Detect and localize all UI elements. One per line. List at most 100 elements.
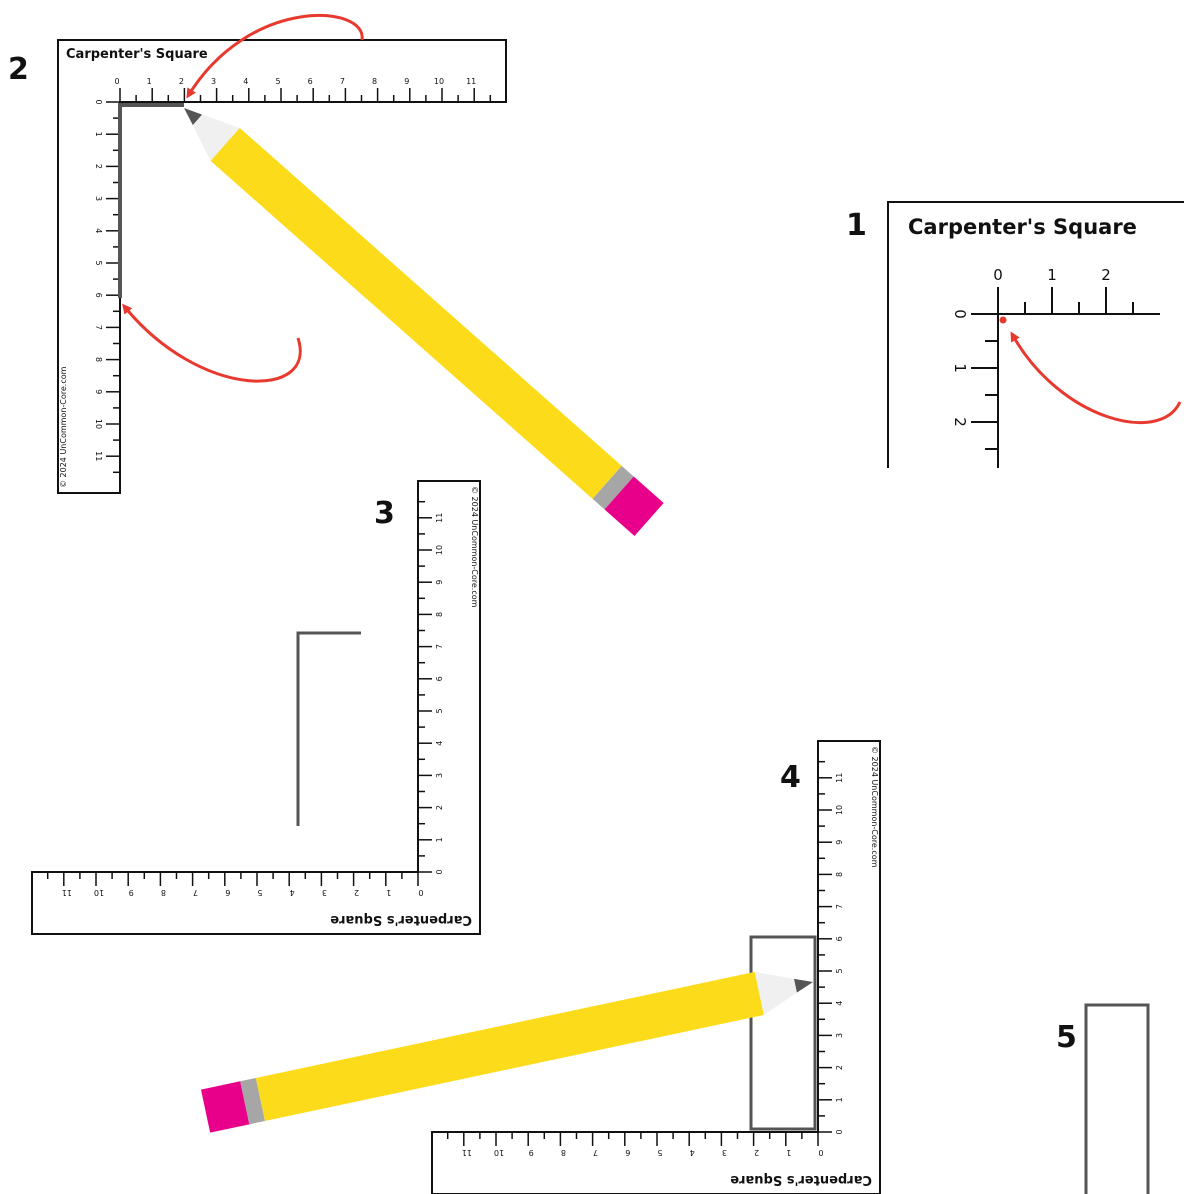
tick-label: 2 <box>179 77 184 86</box>
tick-label: 2 <box>354 888 359 897</box>
arrow-icon <box>1010 331 1182 425</box>
tick-label: 6 <box>435 676 444 681</box>
tick-label: 4 <box>243 77 248 86</box>
tick-label: 5 <box>257 888 262 897</box>
tick-label: 11 <box>835 773 844 783</box>
tick-label: 8 <box>372 77 377 86</box>
label-0-vertical: 0 <box>951 309 969 319</box>
copyright-text: © 2024 UnCommon-Core.com <box>870 746 879 868</box>
step-number-5: 5 <box>1056 1020 1077 1055</box>
tick-label: 4 <box>835 1001 844 1006</box>
label-2: 2 <box>1101 266 1111 284</box>
tick-label: 5 <box>835 968 844 973</box>
tick-label: 7 <box>94 325 103 330</box>
arrow-icon <box>122 303 302 383</box>
tick-label: 4 <box>290 888 295 897</box>
copyright-text: © 2024 UnCommon-Core.com <box>59 366 68 488</box>
label-1: 1 <box>1047 266 1057 284</box>
tick-label: 4 <box>435 741 444 746</box>
tick-label: 1 <box>94 132 103 137</box>
tick-label: 10 <box>434 77 444 86</box>
tick-label: 2 <box>754 1148 759 1157</box>
tick-label: 7 <box>593 1148 598 1157</box>
tick-label: 4 <box>690 1148 695 1157</box>
tick-label: 0 <box>94 99 103 104</box>
tick-label: 7 <box>835 904 844 909</box>
tick-label: 10 <box>835 805 844 815</box>
tick-label: 0 <box>114 77 119 86</box>
tick-label: 0 <box>835 1129 844 1134</box>
arrow-icon <box>186 13 364 99</box>
tick-label: 8 <box>161 888 166 897</box>
corner-dot <box>999 316 1007 324</box>
tick-label: 9 <box>404 77 409 86</box>
square-title: Carpenter's Square <box>908 215 1137 239</box>
tick-label: 5 <box>275 77 280 86</box>
tick-label: 11 <box>435 513 444 523</box>
tick-label: 4 <box>94 228 103 233</box>
pencil-icon <box>184 108 664 536</box>
drawn-line <box>296 631 361 826</box>
tick-label: 10 <box>435 545 444 555</box>
carpenters-square: Carpenter's Square© 2024 UnCommon-Core.c… <box>31 480 481 935</box>
tick-label: 5 <box>94 260 103 265</box>
tick-label: 7 <box>435 644 444 649</box>
tick-label: 3 <box>435 773 444 778</box>
tick-label: 10 <box>494 1148 504 1157</box>
tick-label: 0 <box>818 1148 823 1157</box>
carpenters-square: Carpenter's Square© 2024 UnCommon-Core.c… <box>431 740 881 1194</box>
pencil-icon <box>200 971 813 1133</box>
copyright-text: © 2024 UnCommon-Core.com <box>470 486 479 608</box>
tick-label: 9 <box>529 1148 534 1157</box>
tick-label: 7 <box>193 888 198 897</box>
drawn-line <box>118 103 184 298</box>
square-step-3: Carpenter's Square© 2024 UnCommon-Core.c… <box>31 480 481 935</box>
tick-label: 3 <box>211 77 216 86</box>
tick-label: 0 <box>418 888 423 897</box>
tick-label: 6 <box>225 888 230 897</box>
square-title: Carpenter's Square <box>66 47 208 62</box>
tick-label: 6 <box>835 936 844 941</box>
drawn-rectangle <box>749 935 817 1131</box>
label-0: 0 <box>993 266 1003 284</box>
tick-label: 6 <box>94 293 103 298</box>
tick-label: 5 <box>657 1148 662 1157</box>
tick-label: 10 <box>94 419 103 429</box>
tick-label: 3 <box>94 196 103 201</box>
square-step-4: Carpenter's Square© 2024 UnCommon-Core.c… <box>200 740 881 1194</box>
tick-label: 11 <box>62 888 72 897</box>
tick-label: 10 <box>94 888 104 897</box>
zoomed-square-1: Carpenter's Square 0 1 2 0 1 2 <box>887 201 1184 468</box>
tick-label: 3 <box>835 1033 844 1038</box>
tick-label: 6 <box>625 1148 630 1157</box>
tick-label: 11 <box>94 451 103 461</box>
tick-label: 9 <box>435 580 444 585</box>
tick-label: 11 <box>462 1148 472 1157</box>
label-1-vertical: 1 <box>951 363 969 373</box>
tick-label: 9 <box>94 389 103 394</box>
tick-label: 8 <box>94 357 103 362</box>
tick-label: 2 <box>435 805 444 810</box>
tick-label: 2 <box>835 1065 844 1070</box>
tick-label: 6 <box>308 77 313 86</box>
tick-label: 8 <box>561 1148 566 1157</box>
tick-label: 3 <box>322 888 327 897</box>
tick-label: 0 <box>435 869 444 874</box>
tick-label: 9 <box>129 888 134 897</box>
square-step-2: Carpenter's Square © 2024 UnCommon-Core.c… <box>57 13 664 536</box>
step-number-4: 4 <box>780 760 801 795</box>
tick-label: 1 <box>147 77 152 86</box>
tick-label: 8 <box>435 612 444 617</box>
tick-label: 5 <box>435 708 444 713</box>
tick-label: 1 <box>386 888 391 897</box>
tick-label: 11 <box>466 77 476 86</box>
label-2-vertical: 2 <box>951 417 969 427</box>
step-number-1: 1 <box>846 208 867 243</box>
tick-label: 2 <box>94 164 103 169</box>
tick-label: 8 <box>835 872 844 877</box>
tick-label: 1 <box>435 837 444 842</box>
tick-label: 3 <box>722 1148 727 1157</box>
step-number-3: 3 <box>374 496 395 531</box>
tick-label: 1 <box>835 1097 844 1102</box>
